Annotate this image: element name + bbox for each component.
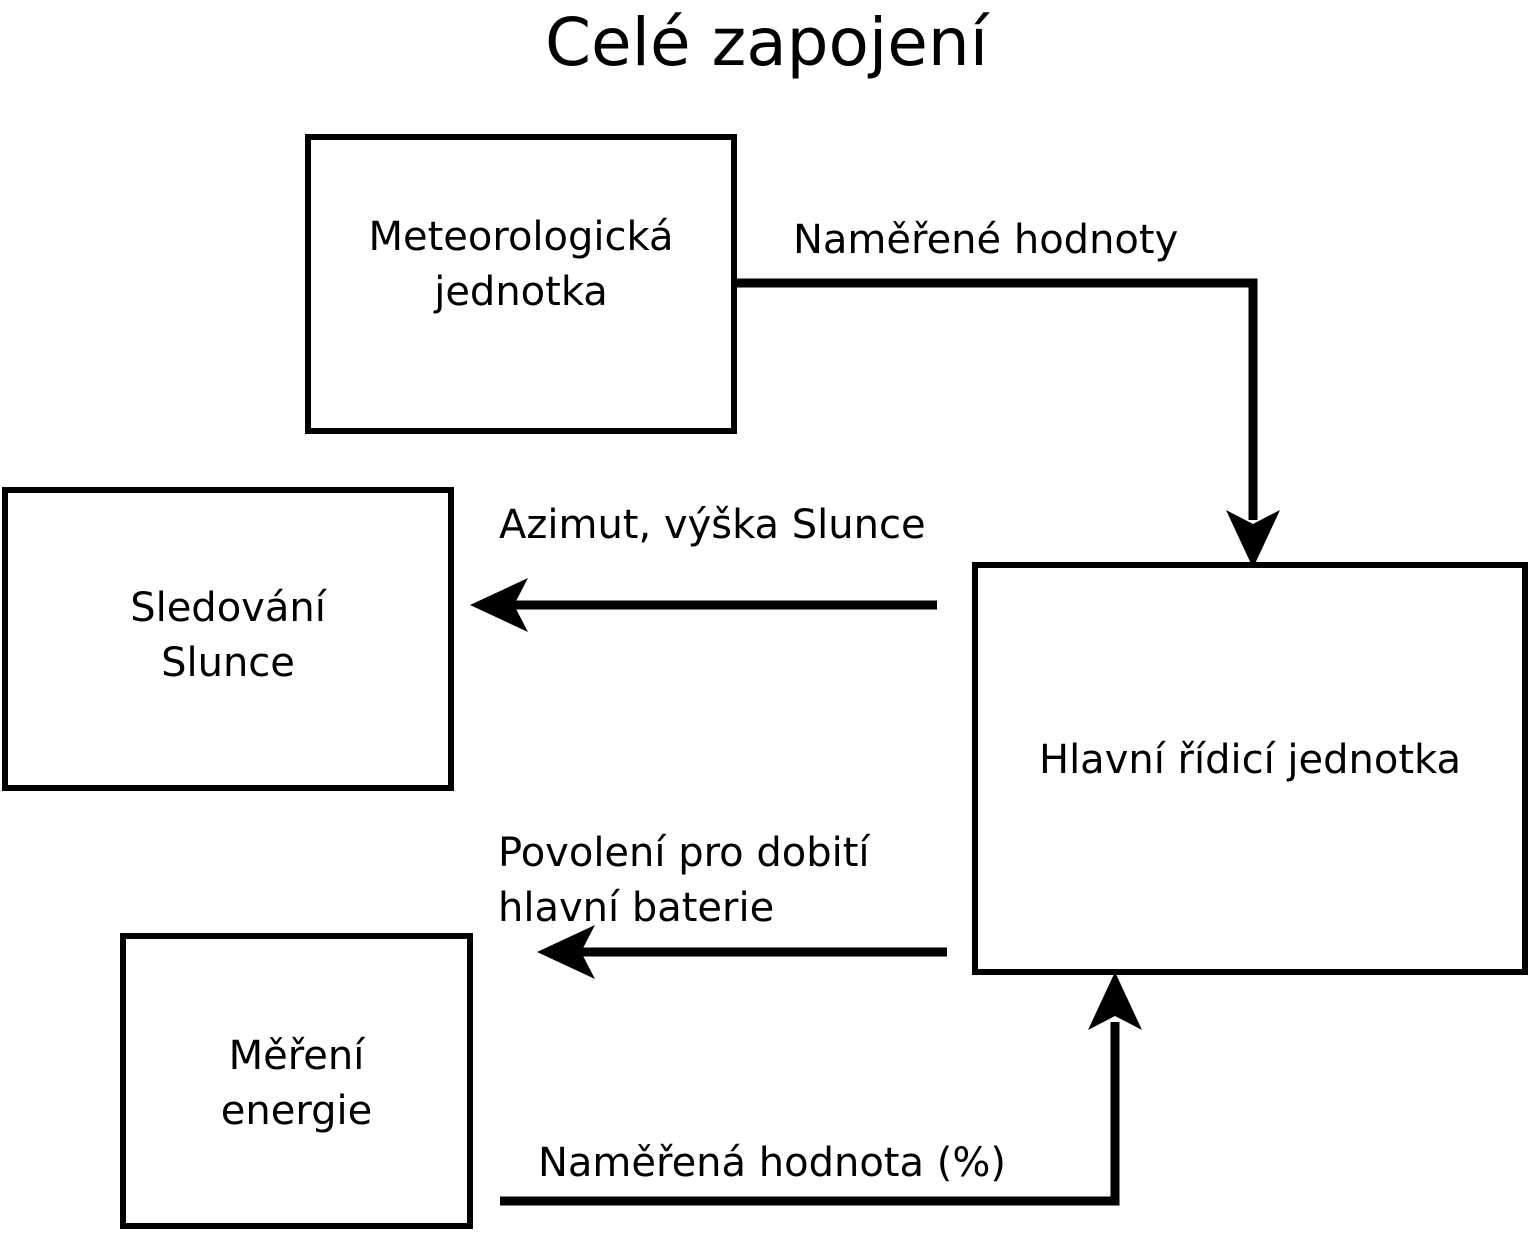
edge-label-namerena-hodnota: Naměřená hodnota (%)	[538, 1140, 1006, 1186]
edge-energy-main	[500, 972, 1142, 1206]
edge-meteo-main	[733, 278, 1280, 568]
edge-label-namerene-hodnoty: Naměřené hodnoty	[793, 217, 1179, 263]
node-label-energy: Měření energie	[220, 1033, 373, 1134]
node-label-main: Hlavní řídicí jednotka	[1038, 737, 1462, 783]
page-title: Celé zapojení	[544, 4, 989, 81]
edge-label-azimut-vyska-slunce: Azimut, výška Slunce	[499, 502, 926, 548]
node-meteorologicka-jednotka[interactable]: Meteorologická jednotka	[305, 134, 737, 434]
node-sledovani-slunce[interactable]: Sledování Slunce	[2, 487, 454, 791]
edge-main-sun	[470, 578, 937, 632]
node-hlavni-ridici-jednotka[interactable]: Hlavní řídicí jednotka	[972, 562, 1528, 975]
node-label-sun: Sledování Slunce	[130, 585, 326, 686]
node-mereni-energie[interactable]: Měření energie	[120, 933, 473, 1229]
node-label-meteo: Meteorologická jednotka	[368, 214, 674, 315]
edge-main-energy	[537, 925, 947, 979]
edge-label-povoleni-pro-dobiti: Povolení pro dobití hlavní baterie	[498, 830, 870, 931]
